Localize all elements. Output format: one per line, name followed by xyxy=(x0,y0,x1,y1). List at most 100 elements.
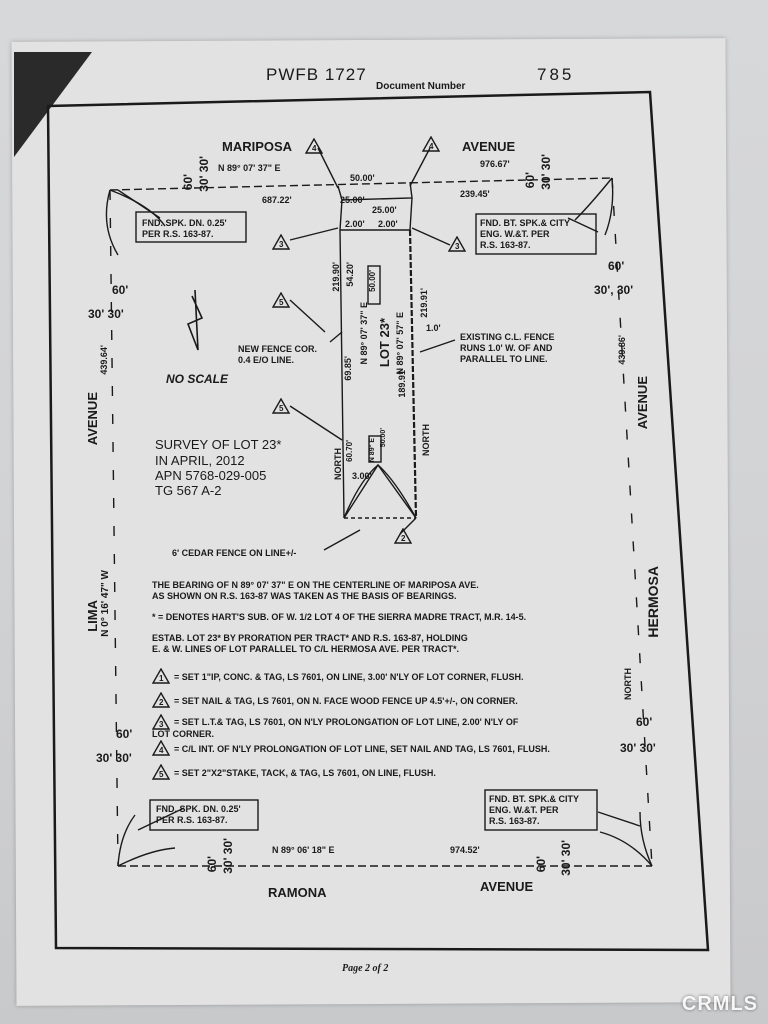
lot-north-right: NORTH xyxy=(421,424,431,456)
street-mariposa-avenue: AVENUE xyxy=(462,139,516,154)
width-top-right-60: 60' xyxy=(523,172,537,189)
cedar-fence: 6' CEDAR FENCE ON LINE+/- xyxy=(172,548,297,558)
note-bearing-2: AS SHOWN ON R.S. 163-87 WAS TAKEN AS THE… xyxy=(152,591,457,601)
width-top-left-30: 30' 30' xyxy=(197,156,211,192)
monument-bottom-right-2: ENG. W.&T. PER xyxy=(489,805,559,815)
dist-right-side: 439.86' xyxy=(617,335,627,365)
width-bottom-left-60: 60' xyxy=(205,856,219,873)
width-left-60: 60' xyxy=(112,283,129,297)
svg-text:5: 5 xyxy=(279,298,284,307)
curve-tr xyxy=(574,177,613,221)
bearing-left: N 0° 16' 47" W xyxy=(100,570,111,637)
svg-text:3: 3 xyxy=(159,720,164,729)
legend-text-3: = SET L.T.& TAG, LS 7601, ON N'LY PROLON… xyxy=(174,717,519,727)
lot-west-line xyxy=(339,229,345,519)
dist-top-right: 976.67' xyxy=(480,159,510,169)
note-estab-1: ESTAB. LOT 23* BY PRORATION PER TRACT* A… xyxy=(152,633,468,643)
width-top-left-60: 60' xyxy=(181,174,195,191)
survey-line-3: APN 5768-029-005 xyxy=(155,468,267,483)
legend-text-4: = C/L INT. OF N'LY PROLONGATION OF LOT L… xyxy=(174,744,550,754)
lot-east-line xyxy=(408,229,418,519)
svg-text:4: 4 xyxy=(312,144,317,153)
legend-triangle-4-icon: 4 xyxy=(152,740,170,756)
lot-dist-left-a: 219.90' xyxy=(331,262,341,292)
leader-4b xyxy=(409,147,431,187)
bearing-bottom: N 89° 06' 18" E xyxy=(272,845,335,855)
dist-left-side: 439.64' xyxy=(99,345,109,375)
lot-box-bearing: N 89° E xyxy=(369,438,376,463)
note-harts: * = DENOTES HART'S SUB. OF W. 1/2 LOT 4 … xyxy=(152,612,527,622)
street-lima: LIMA xyxy=(85,600,100,632)
width-br-30: 30' 30' xyxy=(620,741,656,755)
svg-text:3: 3 xyxy=(279,240,284,249)
width-br-60: 60' xyxy=(636,715,653,729)
dist-top-2b: 2.00' xyxy=(378,219,398,229)
legend-triangle-5-icon: 5 xyxy=(152,764,170,780)
scale-label: NO SCALE xyxy=(166,372,229,386)
document-number-label: Document Number xyxy=(376,81,466,92)
lot-3: 3.00' xyxy=(352,471,372,481)
triangle-5-icon: 5 xyxy=(272,292,290,308)
leader-bl xyxy=(137,807,185,831)
new-fence-2: 0.4 E/O LINE. xyxy=(238,355,295,365)
leader-tr xyxy=(567,217,599,233)
lima-centerline xyxy=(109,189,119,867)
width-bottom-right-30: 30' 30' xyxy=(559,840,573,876)
lot-bearing-center: N 89° 07' 37" E xyxy=(359,302,369,365)
width-left-30: 30' 30' xyxy=(88,307,124,321)
lot-607: 60.70' xyxy=(345,440,354,462)
lot-box-top xyxy=(367,265,381,305)
lot-bearing-lower: N 89° 07' 57" E xyxy=(395,312,405,375)
monument-top-left-2: PER R.S. 163-87. xyxy=(142,229,214,239)
existing-fence-1: EXISTING C.L. FENCE xyxy=(460,332,555,342)
lot-box-bearing2: 50.00' xyxy=(380,428,387,448)
lot-dist-right-b: 189.91' xyxy=(397,368,407,398)
leader-3b xyxy=(411,227,451,246)
street-hermosa: HERMOSA xyxy=(645,566,661,638)
width-bottom-left-30: 30' 30' xyxy=(221,838,235,874)
triangle-3b-icon: 3 xyxy=(448,236,466,252)
survey-line-4: TG 567 A-2 xyxy=(155,483,222,498)
hermosa-centerline xyxy=(611,177,653,867)
monument-bottom-right-3: R.S. 163-87. xyxy=(489,816,540,826)
street-hermosa-avenue: AVENUE xyxy=(635,376,650,430)
dist-top-50: 50.00' xyxy=(350,173,375,183)
leader-5b xyxy=(289,405,343,441)
leader-4a xyxy=(317,147,339,189)
box-bl xyxy=(149,799,259,831)
lot-prolong xyxy=(339,197,413,231)
monument-bottom-left-1: FND. SPK. DN. 0.25' xyxy=(156,804,241,814)
legend-text-3b: LOT CORNER. xyxy=(152,729,214,739)
lot-label: LOT 23* xyxy=(377,318,392,368)
note-bearing-1: THE BEARING OF N 89° 07' 37" E ON THE CE… xyxy=(152,580,479,590)
width-right-60: 60' xyxy=(608,259,625,273)
page-footer: Page 2 of 2 xyxy=(342,963,389,974)
monument-top-left-1: FND. SPK. DN. 0.25' xyxy=(142,218,227,228)
width-bl-30: 30' 30' xyxy=(96,751,132,765)
crmls-watermark: CRMLS xyxy=(681,993,758,1015)
box-tl xyxy=(135,211,247,243)
dist-top-2a: 2.00' xyxy=(345,219,365,229)
curve-bl xyxy=(117,814,136,867)
width-bl-60: 60' xyxy=(116,727,133,741)
svg-text:4: 4 xyxy=(429,142,434,151)
leader-br xyxy=(597,811,641,827)
monument-top-right-3: R.S. 163-87. xyxy=(480,240,531,250)
width-bottom-right-60: 60' xyxy=(534,856,548,873)
north-arrow xyxy=(186,289,204,351)
legend-text-5: = SET 2"X2"STAKE, TACK, & TAG, LS 7601, … xyxy=(174,768,436,778)
svg-text:2: 2 xyxy=(159,698,164,707)
svg-text:5: 5 xyxy=(159,770,164,779)
triangle-2-icon: 2 xyxy=(394,528,412,544)
svg-text:5: 5 xyxy=(279,404,284,413)
lot-box-bottom xyxy=(368,435,382,463)
leader-2 xyxy=(399,517,417,535)
legend-triangle-1-icon: 1 xyxy=(152,668,170,684)
legend-text-1: = SET 1"IP, CONC. & TAG, LS 7601, ON LIN… xyxy=(174,672,524,682)
dist-top-right2: 239.45' xyxy=(460,189,490,199)
triangle-4-icon: 4 xyxy=(305,138,323,154)
triangle-3-icon: 3 xyxy=(272,234,290,250)
svg-text:2: 2 xyxy=(401,534,406,543)
box-br xyxy=(484,789,598,831)
